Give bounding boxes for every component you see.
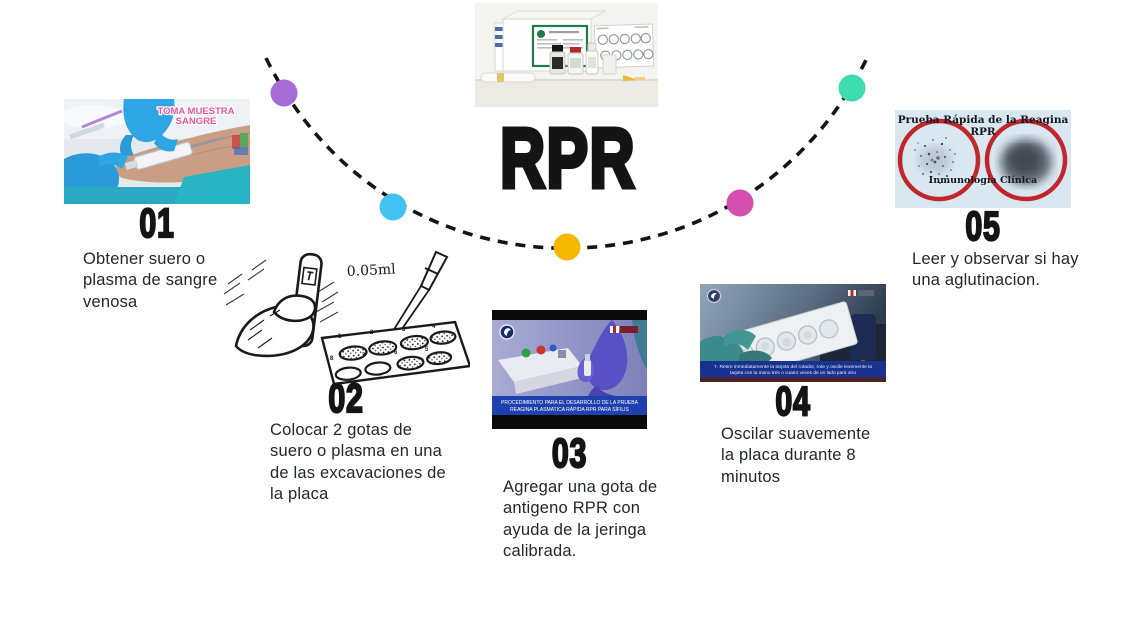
step-5-result-card: Prueba Rápida de la Reagina RPR Inmunolo… — [895, 110, 1071, 208]
step-5-card-title: Prueba Rápida de la Reagina — [898, 114, 1069, 126]
svg-text:7: 7 — [362, 353, 366, 359]
step-5-card-subtitle: RPR — [970, 126, 996, 138]
timeline-dashed-path — [264, 55, 870, 250]
svg-text:5: 5 — [425, 347, 429, 353]
step-3-video-frame: PROCEDIMIENTO PARA EL DESARROLLO DE LA P… — [492, 310, 647, 429]
svg-text:8: 8 — [330, 356, 334, 362]
step-1-photo-label-line1: TOMA MUESTRA — [157, 106, 234, 117]
timeline-dot-2 — [379, 193, 407, 221]
step-1-photo: TOMA MUESTRA SANGRE — [64, 99, 250, 204]
timeline-dot-4 — [726, 189, 754, 217]
step-1-number: 01 — [139, 200, 175, 246]
step-2-number: 02 — [328, 375, 364, 421]
step-5-card-footer: Inmunología Clínica — [929, 175, 1037, 186]
step-3-text: Agregar una gota de antigeno RPR con ayu… — [503, 478, 658, 561]
step-2-text: Colocar 2 gotas de suero o plasma en una… — [270, 421, 446, 504]
svg-text:2: 2 — [370, 330, 374, 336]
step-3-caption-line1: PROCEDIMIENTO PARA EL DESARROLLO DE LA P… — [501, 400, 639, 406]
step-5-text: Leer y observar si hay una aglutinacion. — [912, 250, 1079, 290]
step-2-illustration: 0.05ml 1 2 3 4 8 7 6 5 — [222, 250, 470, 388]
rpr-kit-photo — [475, 3, 658, 107]
timeline-dot-3 — [553, 233, 581, 261]
timeline-dot-5 — [838, 74, 866, 102]
step-3-caption-line2: REAGINA PLASMATICA RÁPIDA RPR PARA SÍFIL… — [510, 406, 629, 413]
step-1-photo-label-line2: SANGRE — [176, 116, 217, 127]
step-3-number: 03 — [551, 430, 588, 476]
svg-text:1: 1 — [338, 334, 342, 340]
step-5-number: 05 — [965, 203, 1001, 249]
step-2-volume-label: 0.05ml — [346, 261, 396, 280]
page-title: RPR — [498, 111, 636, 205]
step-1-text: Obtener suero o plasma de sangre venosa — [83, 250, 218, 311]
svg-text:3: 3 — [402, 327, 406, 333]
svg-text:4: 4 — [432, 324, 436, 330]
step-4-caption-line2: tarjeta con la mano tres o cuatro veces … — [730, 370, 857, 375]
step-4-video-frame: 7. Retire inmediatamente la tarjeta del … — [700, 284, 886, 382]
svg-text:6: 6 — [394, 350, 398, 356]
timeline-dot-1 — [270, 79, 298, 107]
step-4-number: 04 — [775, 378, 811, 424]
step-4-caption-line1: 7. Retire inmediatamente la tarjeta del … — [714, 364, 873, 369]
step-4-text: Oscilar suavemente la placa durante 8 mi… — [721, 425, 871, 486]
